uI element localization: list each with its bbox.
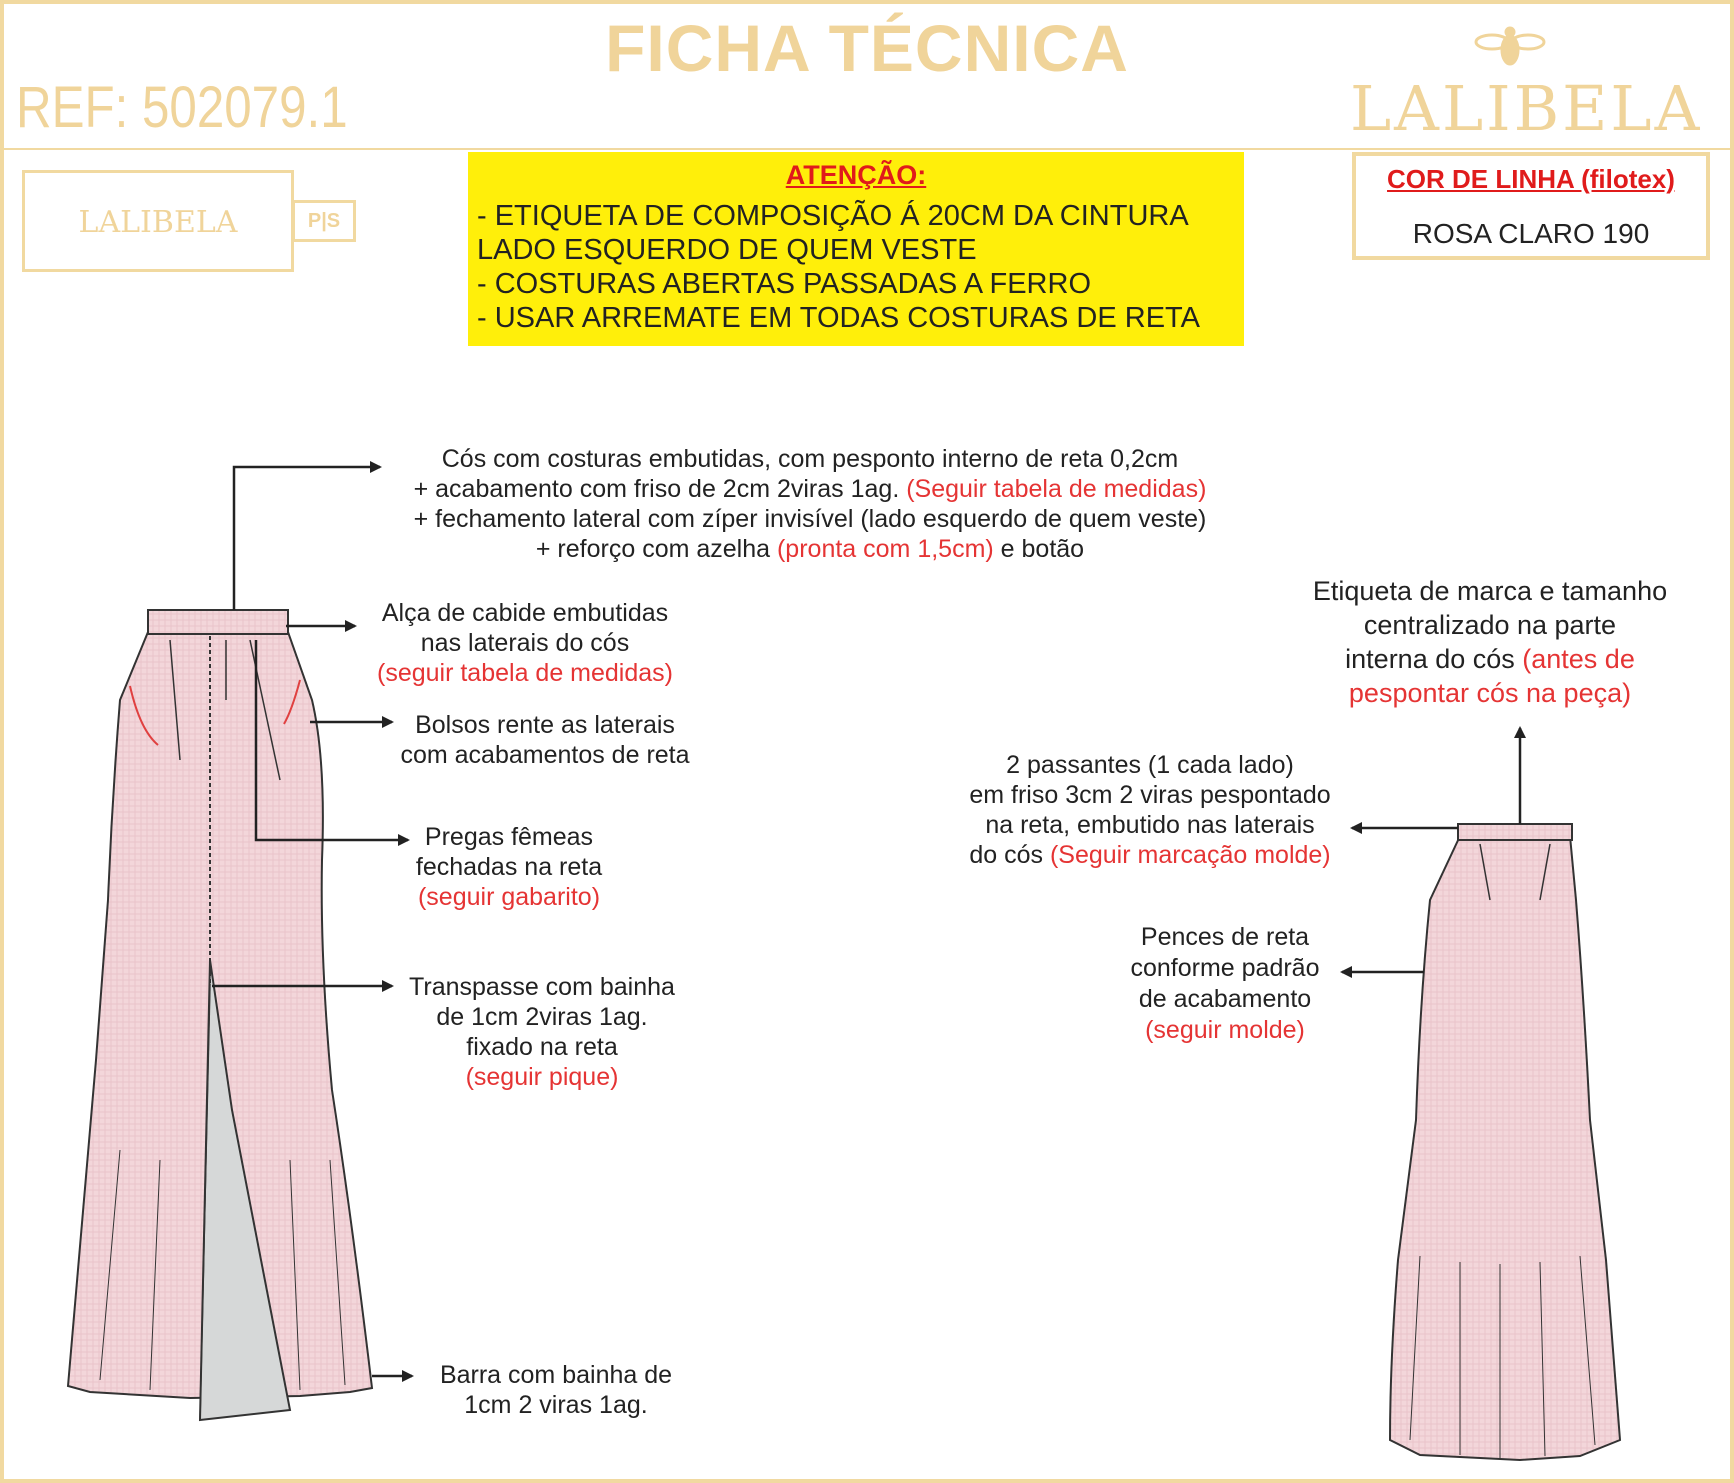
belt-loops-annotation: 2 passantes (1 cada lado) em friso 3cm 2… [950, 750, 1350, 870]
annotation-note: (pronta com 1,5cm) [776, 535, 994, 563]
pockets-annotation: Bolsos rente as laterais com acabamentos… [386, 710, 704, 770]
annotation-line: conforme padrão [1130, 954, 1320, 982]
annotation-note: (Seguir marcação molde) [1049, 841, 1331, 869]
overlap-annotation: Transpasse com bainha de 1cm 2viras 1ag.… [396, 972, 688, 1092]
brand-label-annotation: Etiqueta de marca e tamanho centralizado… [1280, 574, 1700, 710]
annotation-line: Transpasse com bainha [409, 973, 675, 1001]
annotation-line: centralizado na parte [1363, 610, 1617, 640]
back-skirt-drawing [1388, 823, 1622, 1462]
thread-value: ROSA CLARO 190 [1412, 218, 1650, 249]
annotation-line: Alça de cabide embutidas [381, 599, 669, 627]
annotation-line: Cós com costuras embutidas, com pesponto… [441, 445, 1179, 473]
attention-heading: ATENÇÃO: [785, 160, 927, 190]
attention-line: - COSTURAS ABERTAS PASSADAS A FERRO [477, 268, 1091, 300]
annotation-note: (Seguir tabela de medidas) [906, 475, 1207, 503]
attention-line: - ETIQUETA DE COMPOSIÇÃO Á 20CM DA CINTU… [477, 200, 1189, 232]
annotation-line: 1cm 2 viras 1ag. [464, 1391, 648, 1419]
annotation-line: e botão [993, 535, 1085, 563]
darts-annotation: Pences de reta conforme padrão de acabam… [1100, 922, 1350, 1046]
thread-color-box: COR DE LINHA (filotex) ROSA CLARO 190 [1352, 152, 1710, 260]
annotation-line: + fechamento lateral com zíper invisível… [413, 505, 1207, 533]
annotation-note: (seguir gabarito) [417, 883, 601, 911]
annotation-line: Etiqueta de marca e tamanho [1312, 576, 1668, 606]
annotation-note: (seguir molde) [1145, 1016, 1305, 1044]
attention-line: LADO ESQUERDO DE QUEM VESTE [477, 234, 977, 266]
size-tag: P|S [292, 200, 356, 242]
annotation-line: em friso 3cm 2 viras pespontado [969, 781, 1331, 809]
label-brand: LALIBELA [78, 205, 238, 240]
annotation-line: fechadas na reta [415, 853, 603, 881]
page-title: FICHA TÉCNICA [605, 11, 1129, 85]
leader-lines [212, 461, 1526, 1382]
annotation-note: (seguir pique) [465, 1063, 619, 1091]
waistband-annotation: Cós com costuras embutidas, com pesponto… [370, 444, 1250, 564]
attention-box: ATENÇÃO: - ETIQUETA DE COMPOSIÇÃO Á 20CM… [468, 152, 1244, 346]
annotation-note: pespontar cós na peça) [1348, 678, 1632, 708]
annotation-note: (antes de [1522, 644, 1635, 674]
hanger-loop-annotation: Alça de cabide embutidas nas laterais do… [360, 598, 690, 688]
pleats-annotation: Pregas fêmeas fechadas na reta (seguir g… [396, 822, 622, 912]
annotation-line: Barra com bainha de [439, 1361, 673, 1389]
brand-label-box: LALIBELA [22, 170, 294, 272]
front-skirt-drawing [66, 609, 374, 1422]
annotation-line: Pences de reta [1140, 923, 1310, 951]
annotation-line: + acabamento com friso de 2cm 2viras 1ag… [413, 475, 907, 503]
reference-number: REF: 502079.1 [16, 75, 348, 140]
annotation-line: 2 passantes (1 cada lado) [1006, 751, 1294, 779]
annotation-line: Pregas fêmeas [424, 823, 594, 851]
annotation-line: na reta, embutido nas laterais [985, 811, 1315, 839]
thread-heading: COR DE LINHA (filotex) [1387, 164, 1675, 194]
annotation-line: do cós [969, 841, 1050, 869]
annotation-line: com acabamentos de reta [400, 741, 690, 769]
header-divider [0, 148, 1734, 152]
annotation-line: + reforço com azelha [535, 535, 777, 563]
annotation-line: fixado na reta [466, 1033, 618, 1061]
annotation-line: interna do cós [1345, 644, 1523, 674]
annotation-note: (seguir tabela de medidas) [377, 659, 673, 687]
annotation-line: de acabamento [1138, 985, 1312, 1013]
annotation-line: de 1cm 2viras 1ag. [436, 1003, 648, 1031]
hem-annotation: Barra com bainha de 1cm 2 viras 1ag. [424, 1360, 688, 1420]
attention-line: - USAR ARREMATE EM TODAS COSTURAS DE RET… [477, 302, 1200, 334]
annotation-line: nas laterais do cós [420, 629, 630, 657]
brand-logo-text: LALIBELA [1350, 72, 1703, 145]
annotation-line: Bolsos rente as laterais [415, 711, 675, 739]
